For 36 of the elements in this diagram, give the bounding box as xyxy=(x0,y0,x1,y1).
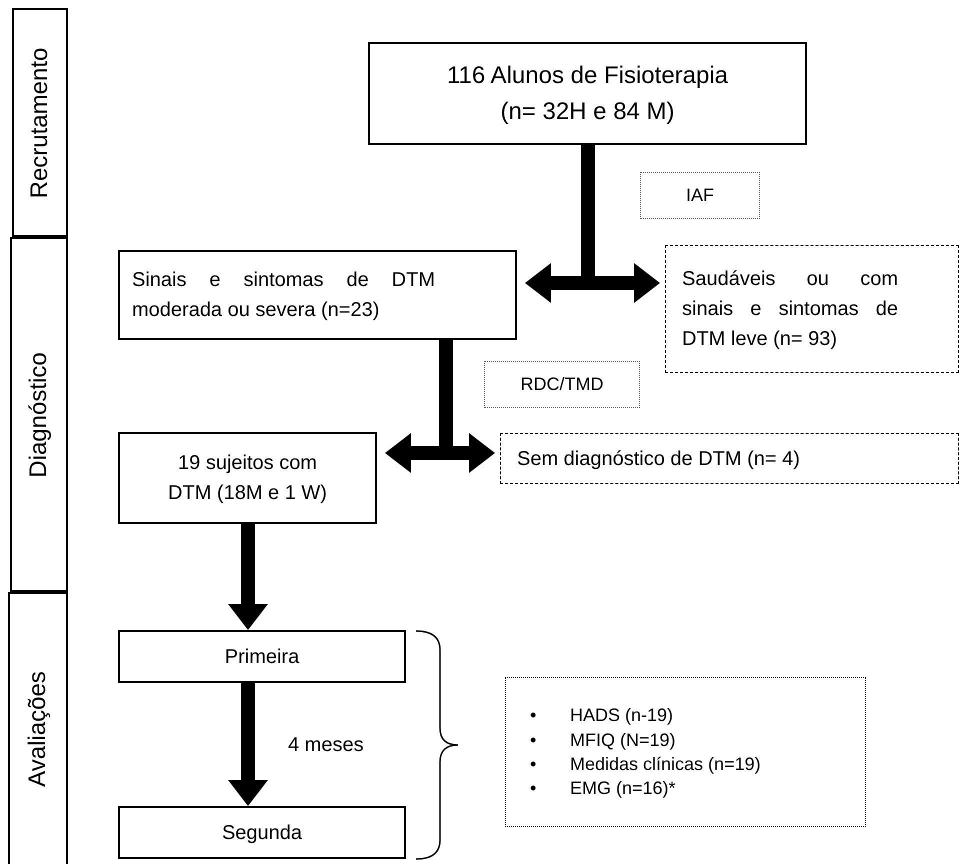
bullet: • xyxy=(530,777,538,800)
box-text: 19 sujeitos com DTM (18M e 1 W) xyxy=(167,451,328,506)
bullet: • xyxy=(530,753,538,776)
stage-label: Recrutamento xyxy=(28,47,52,198)
excluded-box xyxy=(500,433,959,484)
stage-label: Avaliações xyxy=(26,671,50,787)
list-item: MFIQ (N=19) xyxy=(570,728,676,752)
list-item: Medidas clínicas (n=19) xyxy=(570,753,761,776)
method-box xyxy=(484,361,640,408)
box-text: Sem diagnóstico de DTM (n= 4) xyxy=(517,446,801,472)
excluded-box xyxy=(665,245,959,373)
thick-arrow xyxy=(228,524,268,630)
process-box xyxy=(118,250,517,340)
box-text: Saudáveis ou com sinais e sintomas de DTM leve (n= 93) xyxy=(682,267,898,352)
process-box xyxy=(368,42,807,145)
bullet: • xyxy=(530,704,538,728)
process-box xyxy=(118,806,406,859)
stage-label: Diagnóstico xyxy=(27,352,51,478)
thick-arrow xyxy=(228,683,268,806)
stage-band xyxy=(10,237,68,592)
process-box xyxy=(118,630,406,683)
list-item: HADS (n-19) xyxy=(570,704,674,728)
measures-box xyxy=(505,677,866,827)
method-box xyxy=(640,172,760,219)
list-item: EMG (n=16)* xyxy=(570,777,676,800)
box-text: Primeira xyxy=(224,644,300,670)
box-text: RDC/TMD xyxy=(520,373,604,396)
box-text: 116 Alunos de Fisioterapia (n= 32H e 84 M) xyxy=(446,60,730,126)
box-text: Sinais e sintomas de DTM moderada ou severa (n=23) xyxy=(132,268,435,323)
box-text: Segunda xyxy=(220,820,304,846)
stage-band xyxy=(8,592,68,864)
process-box xyxy=(118,432,377,524)
edge-label: 4 meses xyxy=(288,734,364,754)
bullet: • xyxy=(530,728,538,752)
box-text: IAF xyxy=(684,184,715,207)
stage-band xyxy=(12,8,68,237)
